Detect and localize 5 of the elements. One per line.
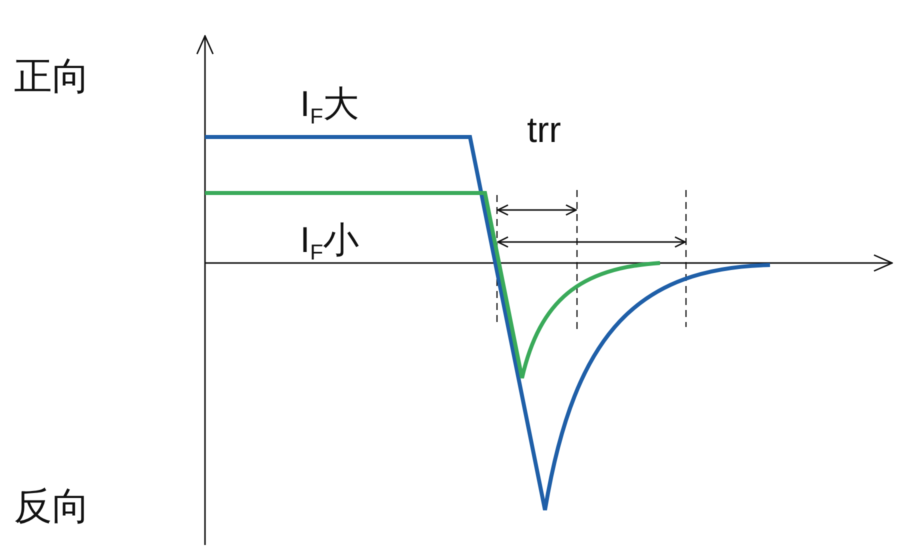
direction-label: 反向 (14, 488, 90, 526)
dimension-label: trr (527, 112, 561, 148)
curve-label: I$_{F}$小 (300, 222, 360, 264)
curve-label: I$_{F}$大 (300, 86, 360, 128)
direction-label: 正向 (14, 58, 90, 96)
